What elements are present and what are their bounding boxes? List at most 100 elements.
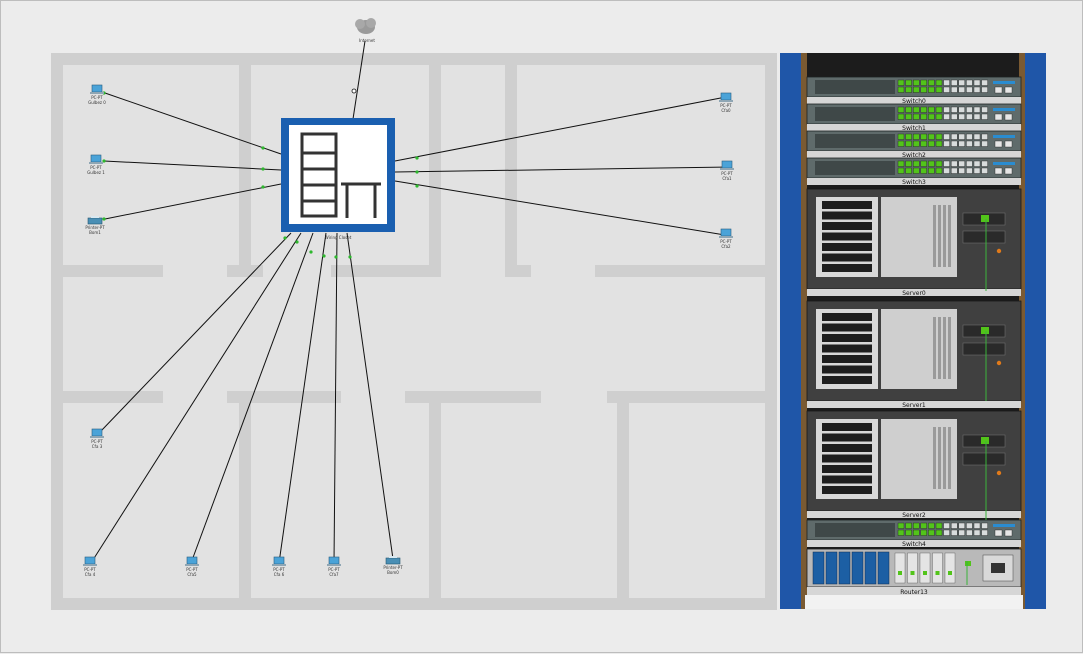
rack: Switch0Switch1Switch2Switch3Server0Serve… [780, 53, 1046, 609]
drive-bay [822, 486, 872, 494]
device-type-label: PC-PT [91, 439, 103, 444]
switch-label: Switch2 [902, 152, 926, 159]
rack-router-router13[interactable]: Router13 [806, 548, 1022, 596]
link-bom1 [104, 183, 282, 220]
switch-label-bar [807, 124, 1021, 131]
switch-label: Switch3 [902, 179, 926, 186]
rack-server-server2[interactable]: Server2 [806, 410, 1022, 519]
expansion-slot [933, 317, 936, 379]
switch-port [920, 160, 927, 167]
switch-port [935, 140, 943, 147]
switch-port [928, 79, 935, 86]
device-name-label: Gulbez 1 [87, 170, 105, 175]
switch-port [897, 86, 905, 93]
switch-port [905, 133, 912, 140]
rack-switch-switch3[interactable]: Switch3 [806, 157, 1022, 186]
uplink-port [994, 140, 1003, 148]
drive-bay [822, 355, 872, 363]
expansion-slot [938, 317, 941, 379]
drive-bay [822, 211, 872, 220]
switch-port [897, 522, 905, 529]
nic-port [981, 437, 989, 444]
switch-port [935, 133, 943, 140]
link-cfa0 [394, 95, 732, 162]
router-interface-card [932, 552, 943, 584]
walls [51, 53, 777, 610]
switch-port [958, 160, 965, 167]
switch-port [935, 106, 943, 113]
switch-port [951, 529, 958, 536]
rack-switch-switch1[interactable]: Switch1 [806, 103, 1022, 132]
device-type-label: PC-PT [90, 165, 102, 170]
switch-port [951, 160, 958, 167]
switch-port [943, 113, 950, 120]
switch-label: Switch1 [902, 125, 926, 132]
wiring-closet[interactable]: Wiring Closet [281, 118, 395, 240]
switch-port [928, 140, 935, 147]
server-label: Server2 [902, 512, 926, 519]
switch-port [913, 140, 920, 147]
device-type-label: PC-PT [186, 567, 198, 572]
uplink-port [994, 529, 1003, 537]
switch-port [966, 86, 973, 93]
switch-port [958, 113, 965, 120]
power-led [996, 470, 1002, 476]
switch-port [920, 522, 927, 529]
drive-bay [822, 365, 872, 374]
device-type-label: PC-PT [328, 567, 340, 572]
drive-bay [822, 444, 872, 452]
switch-port [905, 106, 912, 113]
switch-port [913, 86, 920, 93]
server-label-bar [807, 511, 1021, 518]
switch-label-bar [807, 151, 1021, 158]
switch-port [973, 133, 981, 140]
power-led [996, 248, 1002, 254]
switch-port [958, 140, 965, 147]
switch-port [943, 106, 950, 113]
cloud-link-dot [351, 88, 357, 94]
drive-bay [822, 376, 872, 384]
router-port-led [898, 571, 902, 575]
switch-port [958, 133, 965, 140]
io-module [962, 230, 1006, 244]
router-module-slot [877, 551, 890, 585]
device-type-label: PC-PT [91, 95, 103, 100]
switch-port [981, 106, 988, 113]
io-module [962, 342, 1006, 356]
device-name-label: Cfa5 [187, 572, 197, 577]
power-led [996, 360, 1002, 366]
laptop-icon [720, 160, 734, 170]
io-module [962, 452, 1006, 466]
link-gulbez0 [104, 92, 282, 155]
rack-switch-switch0[interactable]: Switch0 [806, 76, 1022, 105]
switch-port [905, 140, 912, 147]
rack-switch-switch2[interactable]: Switch2 [806, 130, 1022, 159]
switch-port [966, 133, 973, 140]
drive-bay [822, 323, 872, 332]
device-name-label: Cfa0 [721, 108, 731, 113]
rack-switch-switch4[interactable]: Switch4 [806, 519, 1022, 548]
rack-server-server1[interactable]: Server1 [806, 300, 1022, 409]
switch-port [905, 113, 912, 120]
device-name-label: Cfa 6 [274, 572, 285, 577]
rack-server-server0[interactable]: Server0 [806, 188, 1022, 297]
drive-bay [822, 465, 872, 473]
internet-cloud[interactable]: Internet [355, 18, 376, 43]
switch-port [913, 133, 920, 140]
rack-cabling [966, 219, 987, 585]
